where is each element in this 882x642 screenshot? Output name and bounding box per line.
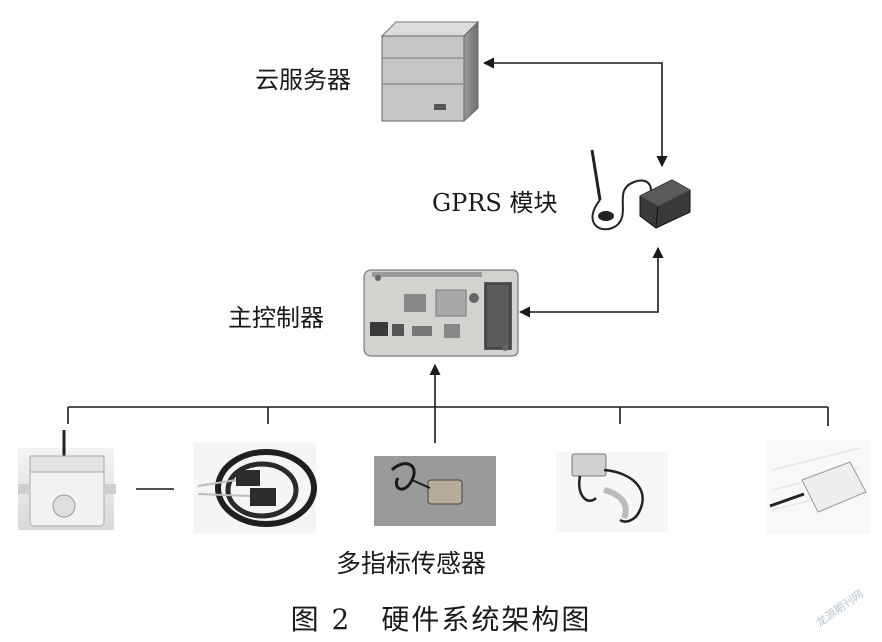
sensor-photo-5 — [766, 440, 870, 534]
figure-caption: 图 2 硬件系统架构图 — [290, 603, 592, 636]
sensors-label: 多指标传感器 — [336, 549, 487, 578]
link-server-gprs — [482, 57, 668, 168]
connection-lines — [67, 57, 829, 443]
server-icon — [380, 20, 480, 123]
cloud-server-label: 云服务器 — [255, 66, 351, 94]
main-controller-label: 主控制器 — [228, 304, 324, 332]
gprs-module-label: GPRS 模块 — [432, 189, 558, 217]
sensor-photo-3 — [374, 456, 496, 526]
sensor-photo-4 — [556, 452, 668, 532]
sensor-photo-2 — [194, 443, 317, 533]
gprs-module-icon — [590, 149, 691, 231]
controller-board-icon — [363, 269, 519, 357]
link-gprs-controller — [518, 246, 664, 318]
sensor-photo-1 — [18, 430, 116, 530]
